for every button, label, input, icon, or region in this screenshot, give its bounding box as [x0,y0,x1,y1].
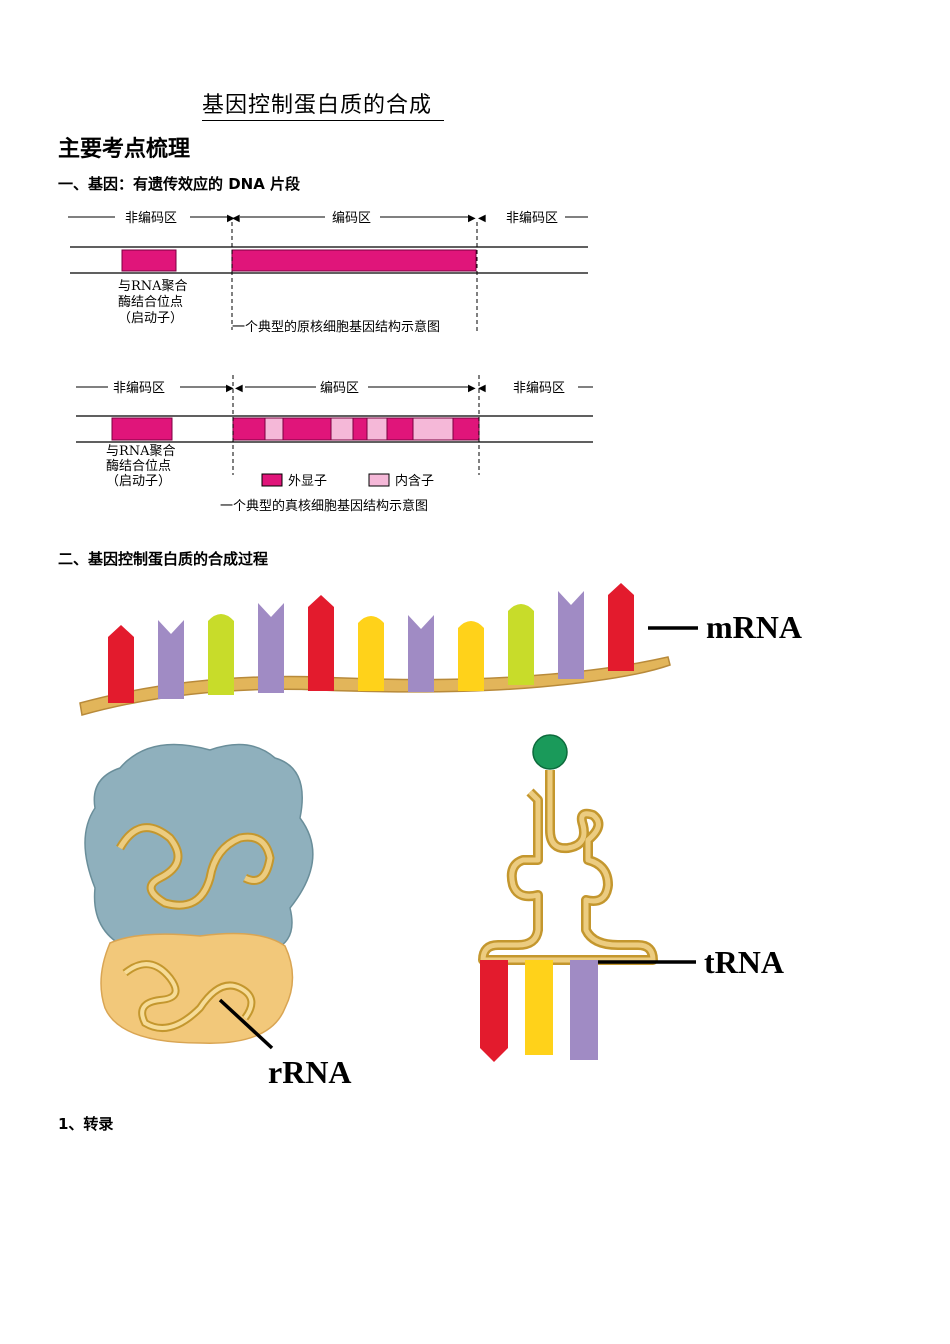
legend-intron-swatch [368,473,390,487]
intron-4 [412,417,454,441]
coding-label: 编码区 [320,381,359,396]
promoter-line-1: 与RNA聚合 [118,279,188,294]
section-3-heading: 1、转录 [58,1115,114,1133]
anticodon-yellow [525,960,553,1055]
mrna-base [158,620,184,699]
svg-text:◀: ◀ [235,383,243,394]
intron-3 [366,417,388,441]
noncoding-label-left: 非编码区 [113,381,165,396]
exon-3 [352,417,368,441]
legend-intron-label: 内含子 [395,473,434,489]
exon-2 [282,417,332,441]
promoter-line-2: 酶结合位点 [106,458,171,474]
page-title: 基因控制蛋白质的合成 [202,92,445,121]
svg-text:▶: ▶ [226,383,234,394]
legend-exon-swatch [261,473,283,487]
svg-text:◀: ◀ [232,213,240,224]
mrna-base [458,621,484,691]
coding-block [231,249,477,272]
mrna-base [508,604,534,685]
anticodon-red [480,960,508,1048]
noncoding-label-right: 非编码区 [506,211,558,226]
eukaryote-gene-diagram: 非编码区 ▶ ◀ 编码区 ▶ ◀ 非编码区 与RNA聚合 酶结合位点 （启动子）… [76,375,593,514]
promoter-line-2: 酶结合位点 [118,294,183,310]
promoter-block [121,249,177,272]
trna-illustration: tRNA [478,734,784,1062]
svg-text:◀: ◀ [478,383,486,394]
promoter-block [111,417,173,441]
coding-label: 编码区 [332,211,371,226]
small-subunit [100,932,294,1044]
rrna-label: rRNA [268,1054,352,1090]
main-heading: 主要考点梳理 [58,137,191,162]
prokaryote-caption: 一个典型的原核细胞基因结构示意图 [232,319,440,335]
mrna-illustration: mRNA [79,583,802,716]
section-1-heading: 一、基因：有遗传效应的 DNA 片段 [58,175,301,193]
promoter-line-3: （启动子） [118,311,183,326]
mrna-base [558,591,584,679]
exon-5 [452,417,480,441]
svg-text:▶: ▶ [227,213,235,224]
mrna-base [258,603,284,693]
svg-text:▶: ▶ [468,383,476,394]
trna-label: tRNA [704,944,784,980]
noncoding-label-right: 非编码区 [513,381,565,396]
exon-4 [386,417,414,441]
prokaryote-gene-diagram: 非编码区 ▶ ◀ 编码区 ▶ ◀ 非编码区 与RNA聚合 酶结合位点 （启动子）… [68,211,588,335]
mrna-base [108,625,134,703]
section-2-heading: 二、基因控制蛋白质的合成过程 [58,550,269,568]
mrna-base [408,615,434,692]
intron-2 [330,417,354,441]
large-subunit [84,743,314,954]
mrna-base [308,595,334,691]
mrna-base [608,583,634,671]
legend-exon-label: 外显子 [288,474,327,489]
eukaryote-caption: 一个典型的真核细胞基因结构示意图 [220,498,428,514]
exon-1 [232,417,266,441]
svg-text:◀: ◀ [478,213,486,224]
noncoding-label-left: 非编码区 [125,211,177,226]
mrna-base [208,614,234,695]
mrna-base [358,616,384,691]
svg-text:▶: ▶ [468,213,476,224]
promoter-line-3: （启动子） [106,474,171,489]
ribosome-illustration: rRNA [84,743,352,1090]
promoter-line-1: 与RNA聚合 [106,444,176,459]
mrna-label: mRNA [706,609,802,645]
intron-1 [264,417,284,441]
amino-acid [532,734,568,770]
